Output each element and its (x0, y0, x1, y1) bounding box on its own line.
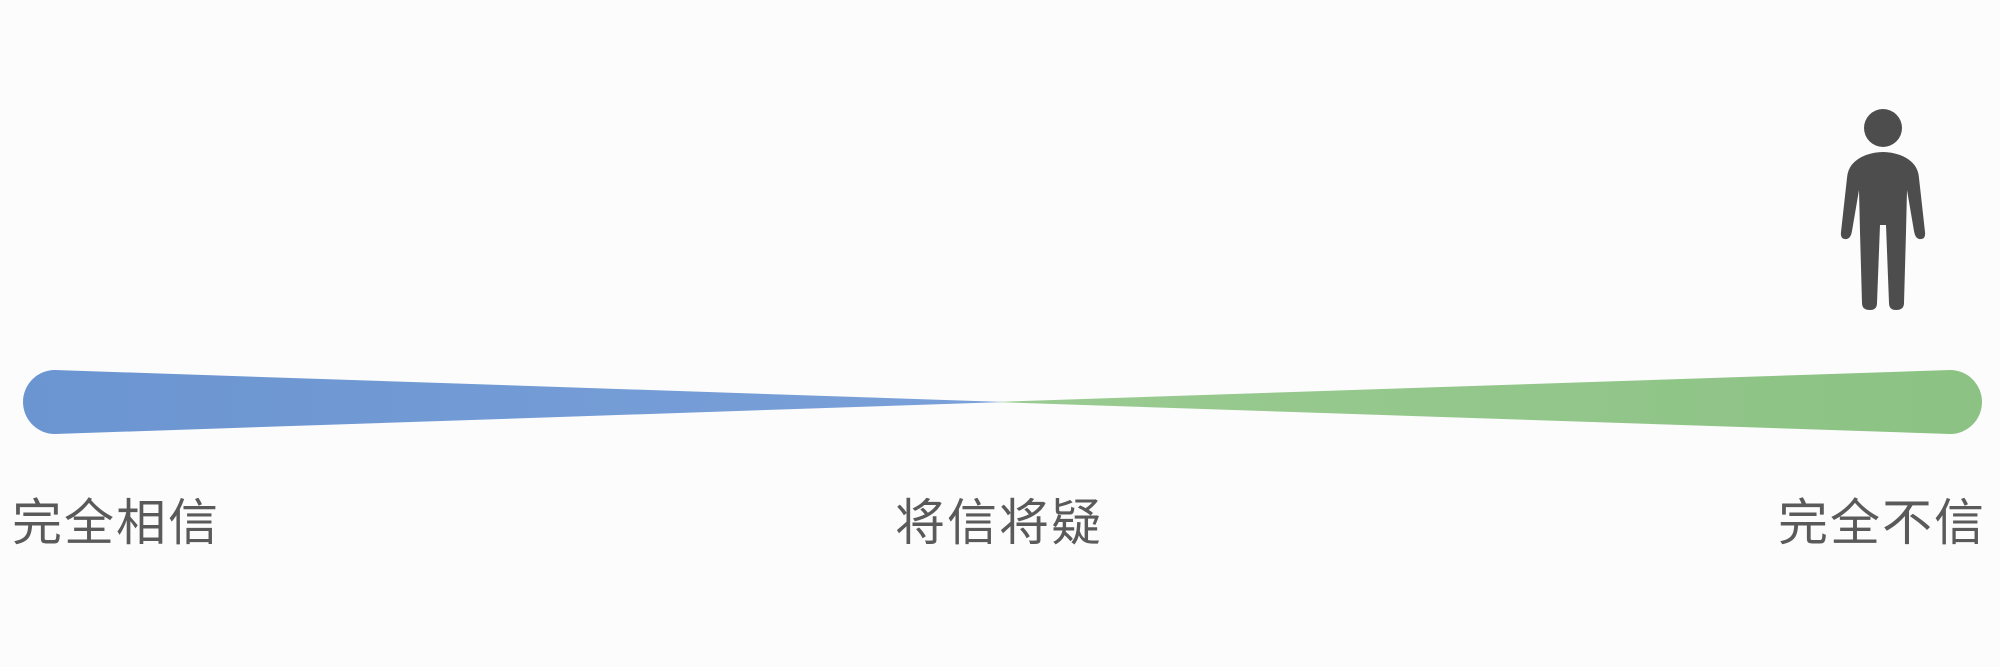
trust-wedge (23, 370, 1005, 434)
distrust-wedge (995, 370, 1982, 434)
label-full-trust: 完全相信 (12, 494, 220, 552)
label-no-trust: 完全不信 (1778, 494, 1986, 552)
person-icon (1840, 109, 1926, 310)
label-half-trust: 将信将疑 (895, 494, 1103, 552)
